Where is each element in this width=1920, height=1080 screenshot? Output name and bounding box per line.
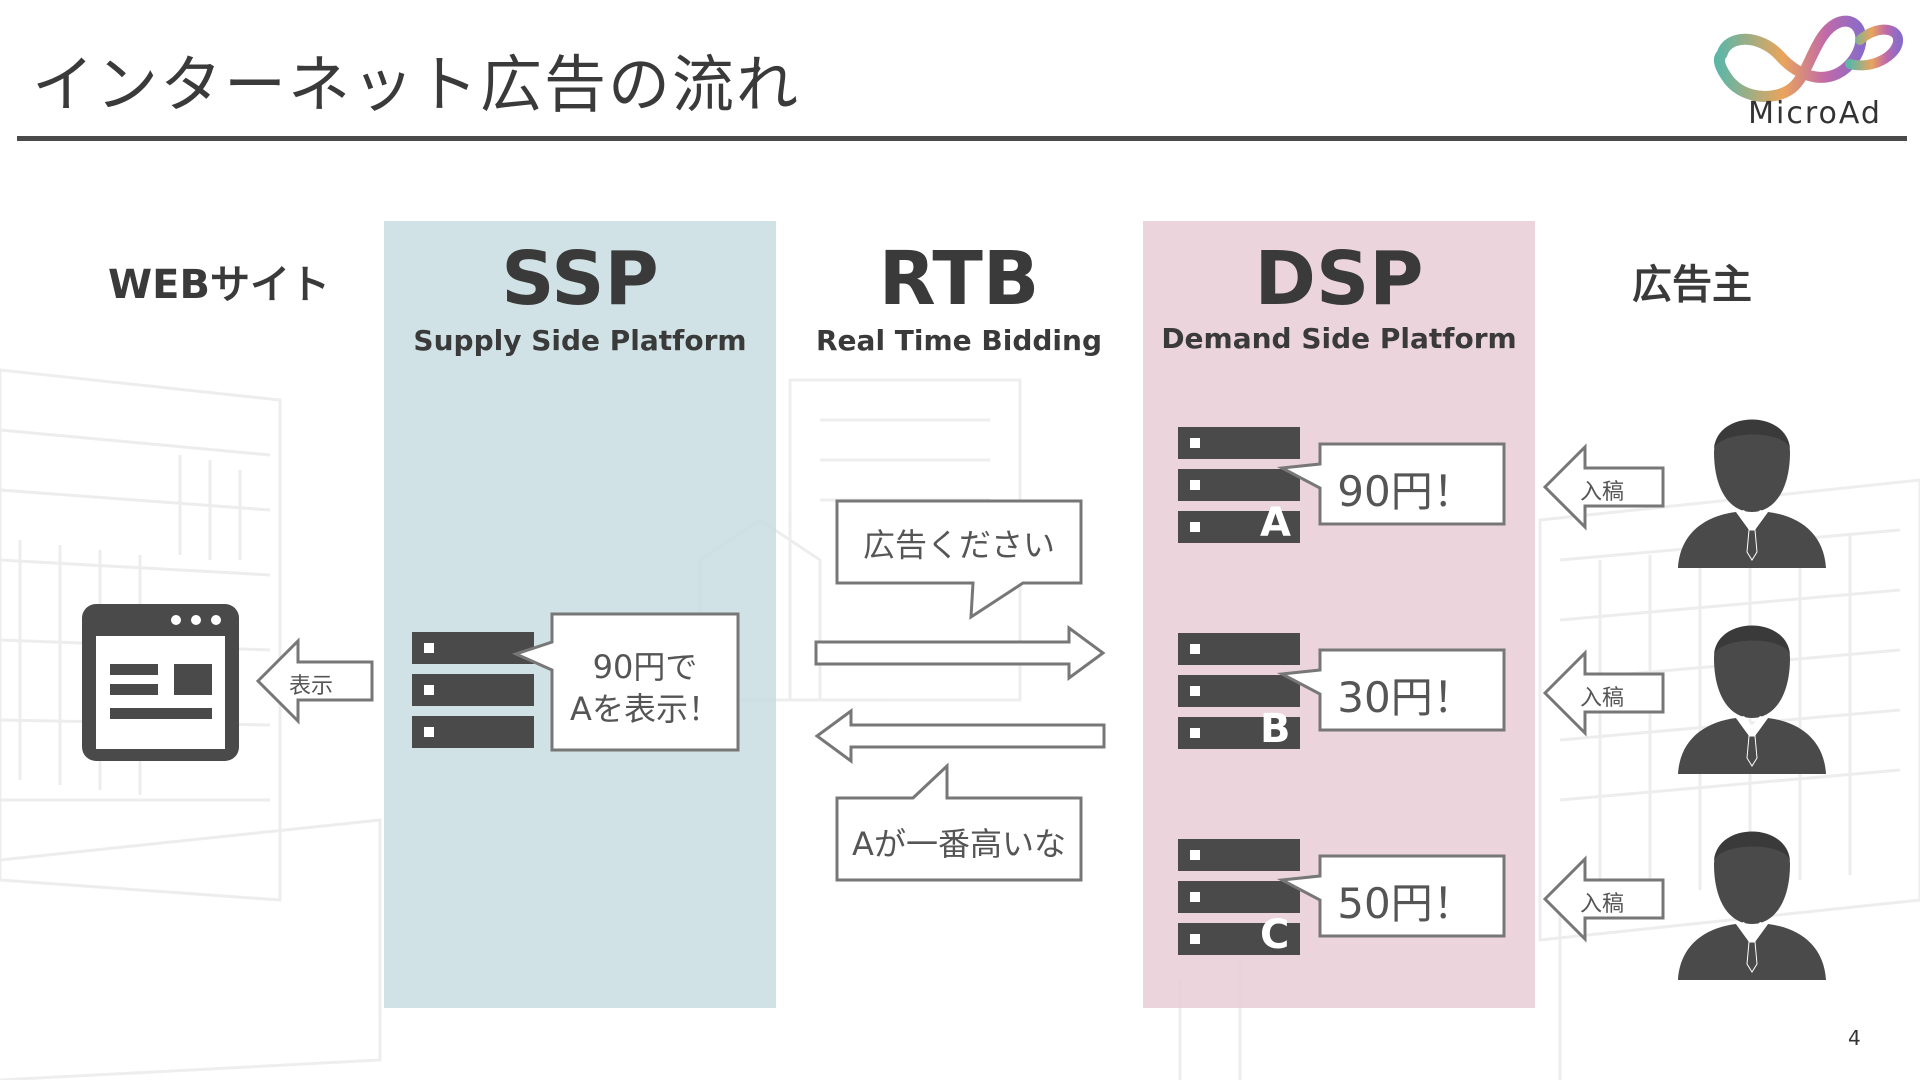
submit-label-c: 入稿 — [1580, 892, 1625, 917]
dsp-server-c-icon — [1178, 839, 1300, 955]
ssp-speech-bubble — [511, 612, 740, 752]
browser-window-icon — [82, 604, 239, 761]
submit-arrow-a — [1542, 443, 1665, 531]
rtb-request-bubble — [835, 499, 1083, 620]
ssp-bubble-line1: 90円で — [592, 648, 698, 686]
page-number: 4 — [1848, 1026, 1861, 1050]
rtb-decision-bubble — [835, 762, 1083, 882]
dsp-server-c-letter: C — [1260, 912, 1290, 958]
bid-a-bubble — [1276, 442, 1506, 526]
display-arrow — [255, 637, 374, 725]
bid-b-price: 30円！ — [1337, 673, 1475, 722]
advertiser-person-icon — [1678, 419, 1826, 568]
rtb-decision-text: Aが一番高いな — [852, 825, 1066, 863]
title-underline — [17, 136, 1907, 141]
advertiser-heading: 広告主 — [1632, 262, 1752, 308]
advertiser-person-icon — [1678, 831, 1826, 980]
bid-a-price: 90円！ — [1337, 467, 1475, 516]
rtb-request-text: 広告ください — [862, 526, 1056, 564]
bid-response-arrow — [814, 708, 1106, 764]
dsp-subheading: Demand Side Platform — [1161, 322, 1517, 355]
dsp-server-a-letter: A — [1260, 500, 1291, 546]
bid-b-bubble — [1276, 648, 1506, 732]
web-site-heading: WEBサイト — [108, 262, 330, 308]
bid-c-price: 50円！ — [1337, 879, 1475, 928]
display-label: 表示 — [289, 674, 334, 699]
submit-label-b: 入稿 — [1580, 686, 1625, 711]
logo-wordmark: MicroAd — [1748, 96, 1882, 131]
ssp-bubble-line2: Aを表示！ — [570, 690, 720, 728]
microad-logo — [1713, 15, 1903, 102]
page-title: インターネット広告の流れ — [32, 48, 801, 121]
rtb-heading: RTB — [878, 236, 1040, 322]
ssp-heading: SSP — [501, 236, 659, 322]
submit-arrow-b — [1542, 649, 1665, 737]
dsp-server-b-icon — [1178, 633, 1300, 749]
rtb-subheading: Real Time Bidding — [815, 324, 1103, 357]
dsp-server-b-letter: B — [1260, 706, 1291, 752]
submit-arrow-c — [1542, 855, 1665, 943]
ssp-server-icon — [412, 632, 534, 748]
bid-c-bubble — [1276, 854, 1506, 938]
advertiser-person-icon — [1678, 625, 1826, 774]
dsp-heading: DSP — [1254, 236, 1424, 322]
ssp-subheading: Supply Side Platform — [413, 324, 747, 357]
bid-request-arrow — [814, 625, 1106, 681]
dsp-server-a-icon — [1178, 427, 1300, 543]
submit-label-a: 入稿 — [1580, 480, 1625, 505]
